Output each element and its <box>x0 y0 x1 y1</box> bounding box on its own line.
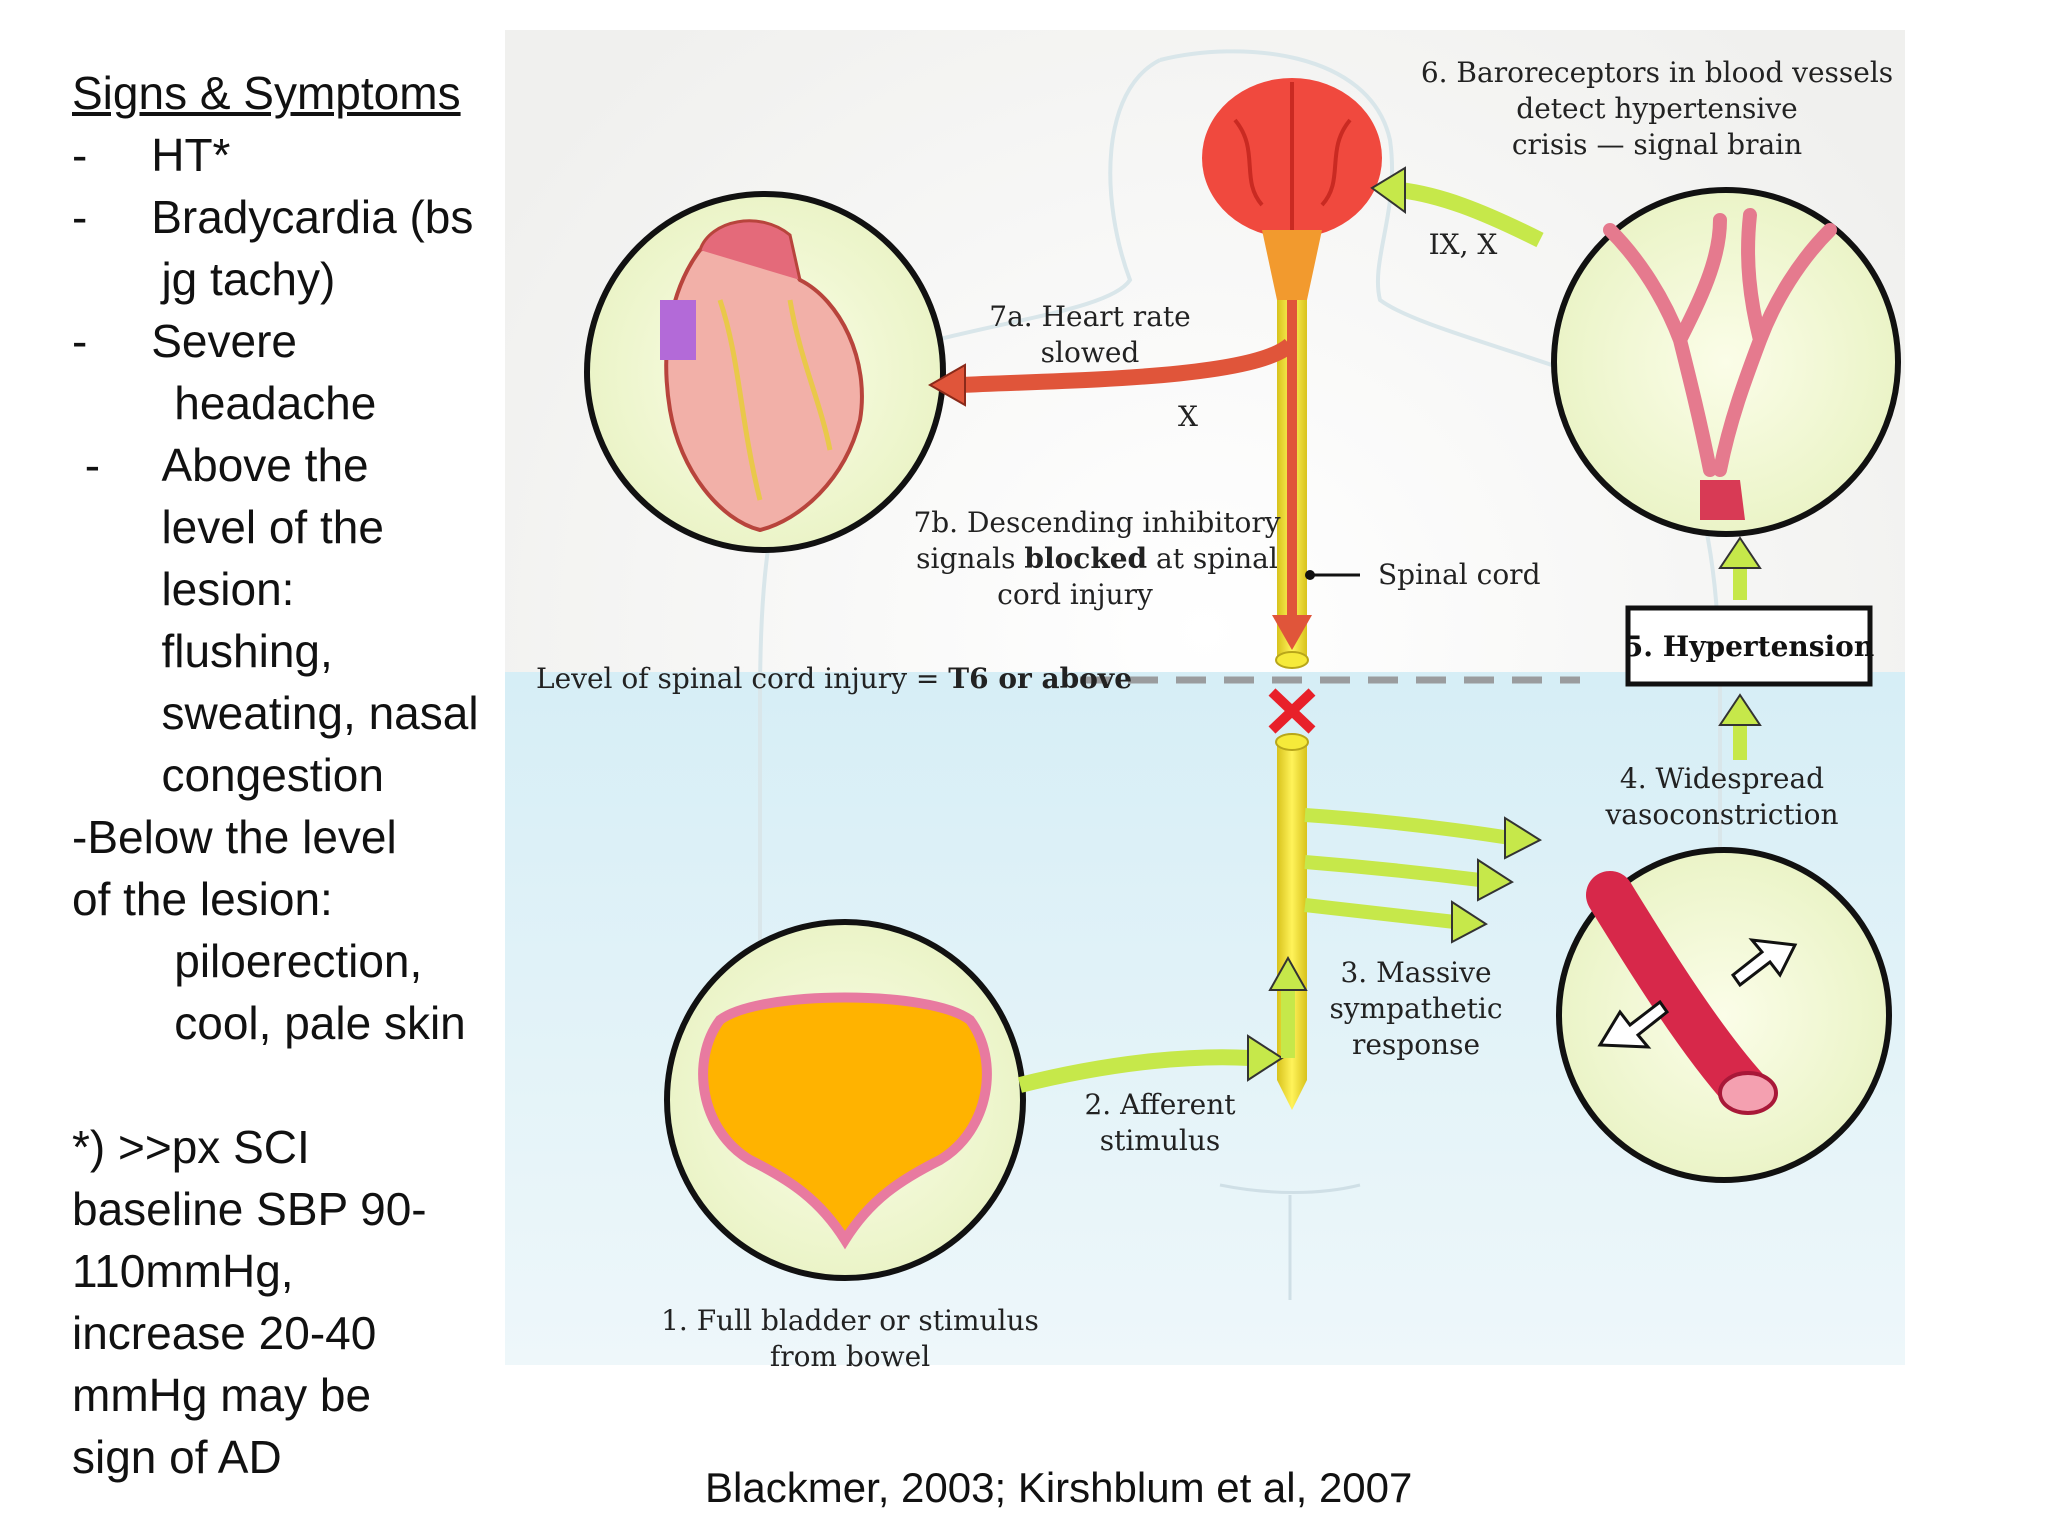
blood-vessel-icon <box>1603 208 1837 520</box>
baroreceptor-signal-arrowhead <box>1370 166 1406 214</box>
step4-line2: vasoconstriction <box>1604 798 1838 831</box>
footnote-line: *) >>px SCI <box>72 1121 310 1173</box>
step7b-line1: 7b. Descending inhibitory <box>913 506 1280 539</box>
signs-symptoms-panel: Signs & Symptoms - HT*- Bradycardia (bs … <box>72 62 492 1488</box>
symptom-line: level of the <box>72 501 384 553</box>
symptom-line: congestion <box>72 749 384 801</box>
ascending-arrowhead <box>1268 955 1308 991</box>
step3-line2: sympathetic <box>1329 992 1502 1025</box>
section-title: Signs & Symptoms <box>72 67 461 119</box>
baroreceptor-signal-arrow <box>1398 182 1544 248</box>
symptom-line: flushing, <box>72 625 333 677</box>
symptom-line: -Below the level <box>72 811 397 863</box>
heart-rate-arrow <box>959 338 1296 393</box>
step6-line3: crisis — signal brain <box>1512 128 1802 161</box>
footnote-line: baseline SBP 90- <box>72 1183 427 1235</box>
bladder-icon <box>698 992 992 1250</box>
step7a-line1: 7a. Heart rate <box>989 300 1190 333</box>
step3-line3: response <box>1352 1028 1480 1061</box>
symptom-line: - Severe <box>72 315 297 367</box>
afferent-arrowhead <box>1247 1034 1284 1082</box>
footnote-line: 110mmHg, <box>72 1245 294 1297</box>
symptom-line: - Above the <box>72 439 369 491</box>
cord-cut-end-lower <box>1275 733 1309 751</box>
brainstem <box>1262 230 1322 300</box>
hypertension-box <box>1625 605 1873 687</box>
afferent-arrow <box>1018 1049 1251 1093</box>
symptom-line: sweating, nasal <box>72 687 479 739</box>
step7b-line3: cord injury <box>997 578 1153 611</box>
symptom-line: lesion: <box>72 563 295 615</box>
step6-line2: detect hypertensive <box>1516 92 1797 125</box>
step4-line1: 4. Widespread <box>1620 762 1824 795</box>
step6-line1: 6. Baroreceptors in blood vessels <box>1421 56 1893 89</box>
sympathetic-arrows <box>1304 808 1543 944</box>
step1-line1: 1. Full bladder or stimulus <box>661 1304 1039 1337</box>
step2-line1: 2. Afferent <box>1084 1088 1236 1121</box>
body-silhouette-lower <box>1219 1183 1361 1300</box>
constricted-vessel-icon <box>1586 871 1798 1115</box>
vagus-x-label: X <box>1178 400 1198 433</box>
footnote-line: increase 20-40 <box>72 1307 377 1359</box>
pressure-arrow-icon <box>1730 938 1798 988</box>
injury-level-label: Level of spinal cord injury = T6 or abov… <box>536 662 1132 695</box>
symptom-line: of the lesion: <box>72 873 333 925</box>
symptom-line: jg tachy) <box>72 253 336 305</box>
spinal-cord-pointer-dot <box>1305 570 1315 580</box>
step3-line1: 3. Massive <box>1340 956 1491 989</box>
heart-rate-arrowhead <box>927 363 966 407</box>
symptom-line: cool, pale skin <box>72 997 466 1049</box>
brain-folds <box>1233 82 1352 232</box>
descending-signal-arrowhead <box>1272 615 1312 650</box>
step7b-line2: signals blocked at spinal <box>916 542 1278 575</box>
symptom-line: - Bradycardia (bs <box>72 191 474 243</box>
symptom-line: piloerection, <box>72 935 423 987</box>
up-arrows <box>1718 536 1762 760</box>
cranial-nerves-label: IX, X <box>1429 228 1498 261</box>
symptom-line: - HT* <box>72 129 231 181</box>
step5-label: 5. Hypertension <box>1624 630 1874 663</box>
step1-line2: from bowel <box>770 1340 930 1373</box>
footnote-line: mmHg may be <box>72 1369 372 1421</box>
spinal-cord-label: Spinal cord <box>1378 558 1541 591</box>
step7a-line2: slowed <box>1041 336 1140 369</box>
pressure-arrow-icon <box>1597 999 1670 1049</box>
footnote-line: sign of AD <box>72 1431 282 1483</box>
citation: Blackmer, 2003; Kirshblum et al, 2007 <box>705 1464 1413 1511</box>
step2-line2: stimulus <box>1100 1124 1221 1157</box>
symptom-line: headache <box>72 377 377 429</box>
injury-x-icon <box>1268 688 1316 734</box>
cord-cut-end <box>1275 651 1309 669</box>
heart-icon <box>660 219 864 533</box>
